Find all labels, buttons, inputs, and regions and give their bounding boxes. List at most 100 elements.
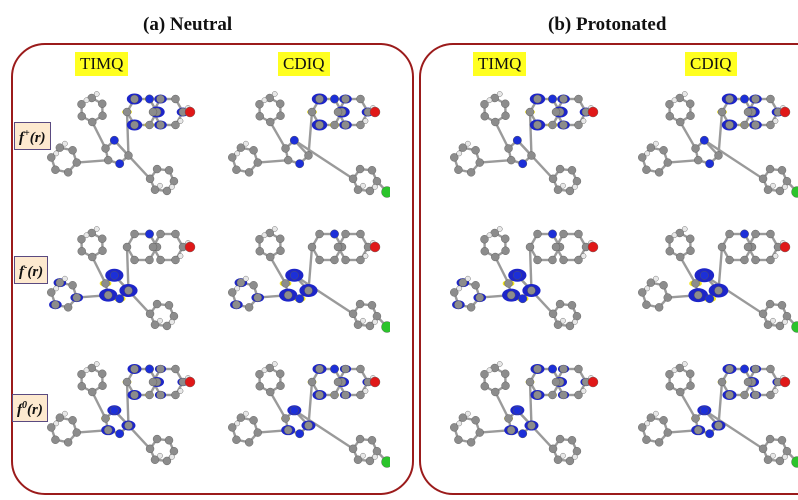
hydrogen-atom xyxy=(53,150,60,157)
carbon-atom xyxy=(72,293,81,302)
carbon-atom xyxy=(169,311,179,321)
carbon-atom xyxy=(766,364,775,374)
hydrogen-atom xyxy=(157,452,163,459)
carbon-atom xyxy=(276,381,285,390)
carbon-atom xyxy=(525,377,535,387)
carbon-atom xyxy=(355,164,365,174)
fukui-plus-rest: (r) xyxy=(29,130,46,146)
carbon-atom xyxy=(348,174,358,184)
carbon-atom xyxy=(665,235,674,244)
bond xyxy=(528,111,533,156)
carbon-atom xyxy=(145,309,155,319)
carbon-atom xyxy=(565,321,575,331)
carbon-atom xyxy=(693,155,703,165)
carbon-atom xyxy=(782,446,792,456)
carbon-atom xyxy=(356,229,365,239)
hydrogen-atom xyxy=(671,97,678,104)
carbon-atom xyxy=(330,390,339,400)
fukui-isosurface xyxy=(691,364,784,437)
carbon-atom xyxy=(77,382,86,391)
carbon-atom xyxy=(255,382,264,391)
carbon-atom xyxy=(480,370,489,379)
hydrogen-atom xyxy=(782,454,788,460)
carbon-atom xyxy=(55,413,65,422)
carbon-atom xyxy=(255,112,264,121)
carbon-atom xyxy=(164,301,174,310)
carbon-atom xyxy=(356,364,365,374)
nitrogen-atom xyxy=(295,294,305,304)
carbon-atom xyxy=(341,229,350,239)
panel-title-protonated: (b) Protonated xyxy=(548,14,667,35)
carbon-atom xyxy=(356,390,365,400)
carbon-atom xyxy=(232,165,241,174)
carbon-atom xyxy=(553,185,563,194)
carbon-atom xyxy=(480,235,489,244)
carbon-atom xyxy=(72,428,81,437)
carbon-atom xyxy=(124,151,133,160)
carbon-atom xyxy=(148,107,158,117)
nitrogen-atom xyxy=(289,270,299,280)
nitrogen-atom xyxy=(512,270,522,280)
carbon-atom xyxy=(763,455,773,464)
carbon-atom xyxy=(725,255,734,265)
chlorine-atom xyxy=(381,321,390,333)
carbon-atom xyxy=(766,229,775,239)
carbon-atom xyxy=(253,158,262,167)
carbon-atom xyxy=(130,364,139,374)
bond xyxy=(113,139,151,180)
carbon-atom xyxy=(565,186,575,196)
hydrogen-atom xyxy=(486,232,493,239)
fukui-isosurface xyxy=(450,268,541,310)
hydrogen-atom xyxy=(362,388,369,394)
carbon-atom xyxy=(471,281,480,290)
hydrogen-atom xyxy=(772,118,779,124)
hydrogen-atom xyxy=(496,91,503,97)
carbon-atom xyxy=(315,229,324,239)
carbon-atom xyxy=(315,94,324,104)
hydrogen-atom xyxy=(456,285,463,292)
carbon-atom xyxy=(276,111,285,120)
carbon-atom xyxy=(150,455,160,464)
carbon-atom xyxy=(68,281,77,290)
carbon-atom xyxy=(567,301,577,310)
bond xyxy=(91,256,107,284)
carbon-atom xyxy=(333,377,343,387)
carbon-atom xyxy=(315,364,324,374)
oxygen-atom xyxy=(587,376,599,388)
hydrogen-atom xyxy=(234,420,241,427)
carbon-atom xyxy=(255,247,264,256)
oxygen-atom xyxy=(587,241,599,253)
carbon-atom xyxy=(777,436,787,445)
fukui-plus-base: f xyxy=(19,130,24,146)
carbon-atom xyxy=(454,165,463,174)
hydrogen-atom xyxy=(53,420,60,427)
carbon-atom xyxy=(236,143,246,152)
carbon-atom xyxy=(236,278,246,287)
carbon-atom xyxy=(638,423,647,432)
oxygen-atom xyxy=(587,106,599,118)
carbon-atom xyxy=(763,185,773,194)
hydrogen-atom xyxy=(644,285,651,292)
carbon-atom xyxy=(353,320,363,329)
carbon-atom xyxy=(717,107,727,117)
carbon-atom xyxy=(255,100,264,109)
oxygen-atom xyxy=(369,376,381,388)
hydrogen-atom xyxy=(234,150,241,157)
carbon-atom xyxy=(307,377,317,387)
nitrogen-atom xyxy=(518,429,528,439)
carbon-atom xyxy=(47,153,56,162)
carbon-atom xyxy=(491,387,500,397)
hydrogen-atom xyxy=(177,388,184,394)
bond xyxy=(703,139,764,180)
carbon-atom xyxy=(553,455,563,464)
nitrogen-atom xyxy=(109,405,119,415)
carbon-atom xyxy=(646,278,656,287)
carbon-atom xyxy=(103,290,113,300)
carbon-atom xyxy=(663,158,672,167)
hydrogen-atom xyxy=(456,150,463,157)
carbon-atom xyxy=(236,413,246,422)
bond xyxy=(293,139,354,180)
carbon-atom xyxy=(714,286,723,295)
carbon-atom xyxy=(725,364,734,374)
carbon-atom xyxy=(642,300,651,309)
